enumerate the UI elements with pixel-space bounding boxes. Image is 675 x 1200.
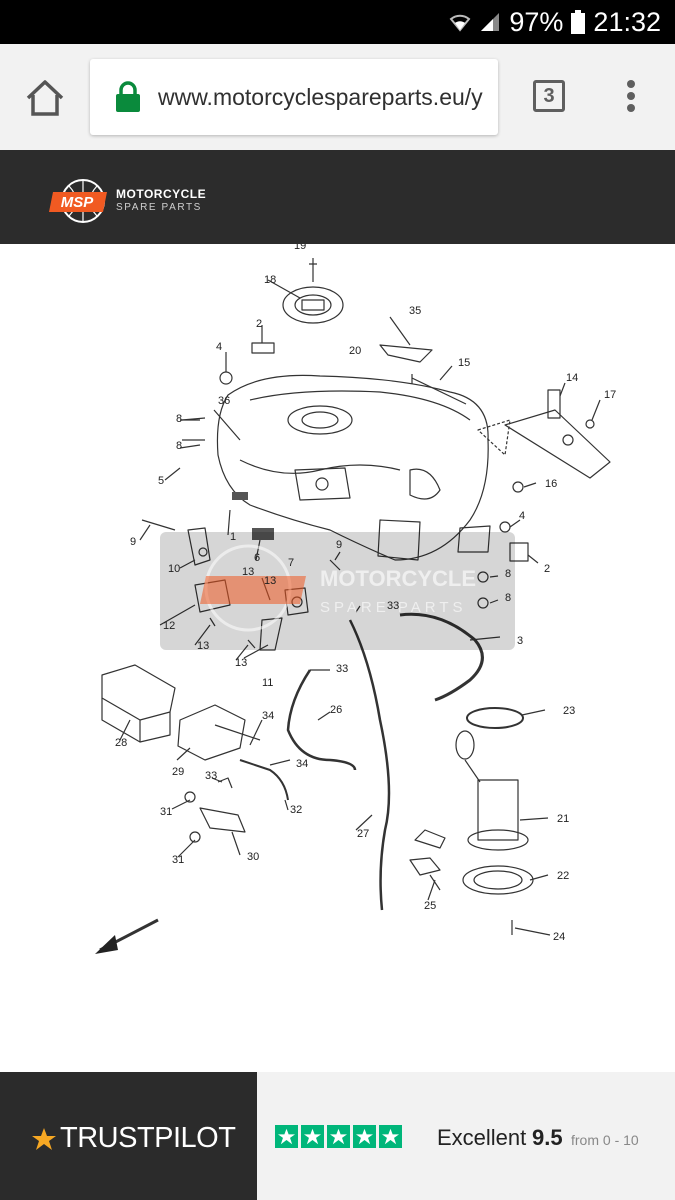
part-number-33: 33 bbox=[387, 600, 399, 612]
part-number-8: 8 bbox=[176, 440, 182, 452]
tab-switcher-button[interactable]: 3 bbox=[533, 80, 565, 112]
home-icon[interactable] bbox=[22, 78, 68, 118]
rating-range: from 0 - 10 bbox=[571, 1132, 639, 1148]
rating-stars bbox=[275, 1125, 402, 1148]
part-number-11: 11 bbox=[262, 677, 273, 689]
part-number-8: 8 bbox=[176, 413, 182, 425]
part-number-4: 4 bbox=[216, 341, 222, 353]
part-number-9: 9 bbox=[336, 539, 342, 551]
trustpilot-rating-panel[interactable] bbox=[257, 1072, 675, 1200]
status-bar: 97% 21:32 bbox=[0, 0, 675, 44]
msp-logo[interactable]: MSP bbox=[47, 178, 111, 224]
part-number-2: 2 bbox=[544, 563, 550, 575]
watermark bbox=[160, 532, 515, 650]
rating-star-icon bbox=[275, 1125, 298, 1148]
part-number-15: 15 bbox=[458, 357, 470, 369]
part-number-18: 18 bbox=[264, 274, 276, 286]
part-number-19: 19 bbox=[294, 244, 306, 252]
part-number-35: 35 bbox=[409, 305, 421, 317]
part-number-16: 16 bbox=[545, 478, 557, 490]
part-number-13: 13 bbox=[242, 566, 254, 578]
part-number-13: 13 bbox=[235, 657, 247, 669]
part-number-25: 25 bbox=[424, 900, 436, 912]
rating-label: Excellent bbox=[437, 1125, 527, 1150]
part-number-20: 20 bbox=[349, 345, 361, 357]
canister bbox=[101, 664, 176, 721]
fuel-cap bbox=[282, 286, 344, 324]
part-number-23: 23 bbox=[563, 705, 575, 717]
part-number-10: 10 bbox=[168, 563, 180, 575]
part-number-29: 29 bbox=[172, 766, 184, 778]
rating-star-icon bbox=[353, 1125, 376, 1148]
part-number-6: 6 bbox=[254, 552, 260, 564]
part-number-30: 30 bbox=[247, 851, 259, 863]
part-number-32: 32 bbox=[290, 804, 302, 816]
part-number-9: 9 bbox=[130, 536, 136, 548]
part-number-33: 33 bbox=[205, 770, 217, 782]
logo-badge: MSP bbox=[61, 194, 95, 211]
logo-line2: SPARE PARTS bbox=[116, 202, 202, 213]
part-number-5: 5 bbox=[158, 475, 164, 487]
rating-star-icon bbox=[327, 1125, 350, 1148]
url-text[interactable]: www.motorcyclespareparts.eu/y bbox=[158, 84, 483, 110]
clock: 21:32 bbox=[593, 6, 661, 37]
part-number-28: 28 bbox=[115, 737, 127, 749]
part-number-2: 2 bbox=[256, 318, 262, 330]
rating-star-icon bbox=[301, 1125, 324, 1148]
site-header bbox=[0, 150, 675, 244]
part-number-12: 12 bbox=[163, 620, 175, 632]
signal-icon bbox=[481, 13, 500, 31]
trustpilot-brand: TRUSTPILOT bbox=[60, 1122, 236, 1154]
part-number-21: 21 bbox=[557, 813, 569, 825]
part-number-17: 17 bbox=[604, 389, 616, 401]
address-bar[interactable]: www.motorcyclespareparts.eu/y bbox=[90, 59, 498, 135]
part-number-13: 13 bbox=[264, 575, 276, 587]
part-number-8: 8 bbox=[505, 592, 511, 604]
lock-icon bbox=[116, 81, 140, 112]
part-number-33: 33 bbox=[336, 663, 348, 675]
part-number-22: 22 bbox=[557, 870, 569, 882]
part-number-14: 14 bbox=[566, 372, 578, 384]
exploded-view-drawing: MOTORCYCLE SPARE PARTS 12234456788889910… bbox=[95, 244, 616, 954]
part-number-8: 8 bbox=[505, 568, 511, 580]
part-number-24: 24 bbox=[553, 931, 565, 943]
part-number-31: 31 bbox=[160, 806, 172, 818]
part-number-7: 7 bbox=[288, 557, 294, 569]
trustpilot-star-icon bbox=[32, 1128, 56, 1150]
browser-toolbar: www.motorcyclespareparts.eu/y 3 bbox=[0, 44, 675, 150]
fuel-pump bbox=[477, 779, 519, 841]
rating-star-icon bbox=[379, 1125, 402, 1148]
part-number-31: 31 bbox=[172, 854, 184, 866]
part-number-34: 34 bbox=[296, 758, 308, 770]
more-vert-icon[interactable] bbox=[620, 78, 642, 118]
battery-icon bbox=[571, 10, 586, 34]
battery-percent: 97% bbox=[509, 6, 564, 37]
wifi-icon bbox=[449, 14, 471, 32]
part-number-36: 36 bbox=[218, 395, 230, 407]
part-number-3: 3 bbox=[517, 635, 523, 647]
watermark-line2: SPARE PARTS bbox=[320, 599, 467, 616]
part-number-4: 4 bbox=[519, 510, 525, 522]
part-number-13: 13 bbox=[197, 640, 209, 652]
watermark-line1: MOTORCYCLE bbox=[320, 566, 476, 591]
part-number-34: 34 bbox=[262, 710, 274, 722]
part-number-1: 1 bbox=[230, 531, 236, 543]
part-number-26: 26 bbox=[330, 704, 342, 716]
status-icons: 97% 21:32 bbox=[449, 0, 661, 44]
part-number-27: 27 bbox=[357, 828, 369, 840]
rating-score: 9.5 bbox=[532, 1125, 563, 1150]
logo-line1: MOTORCYCLE bbox=[116, 187, 207, 201]
